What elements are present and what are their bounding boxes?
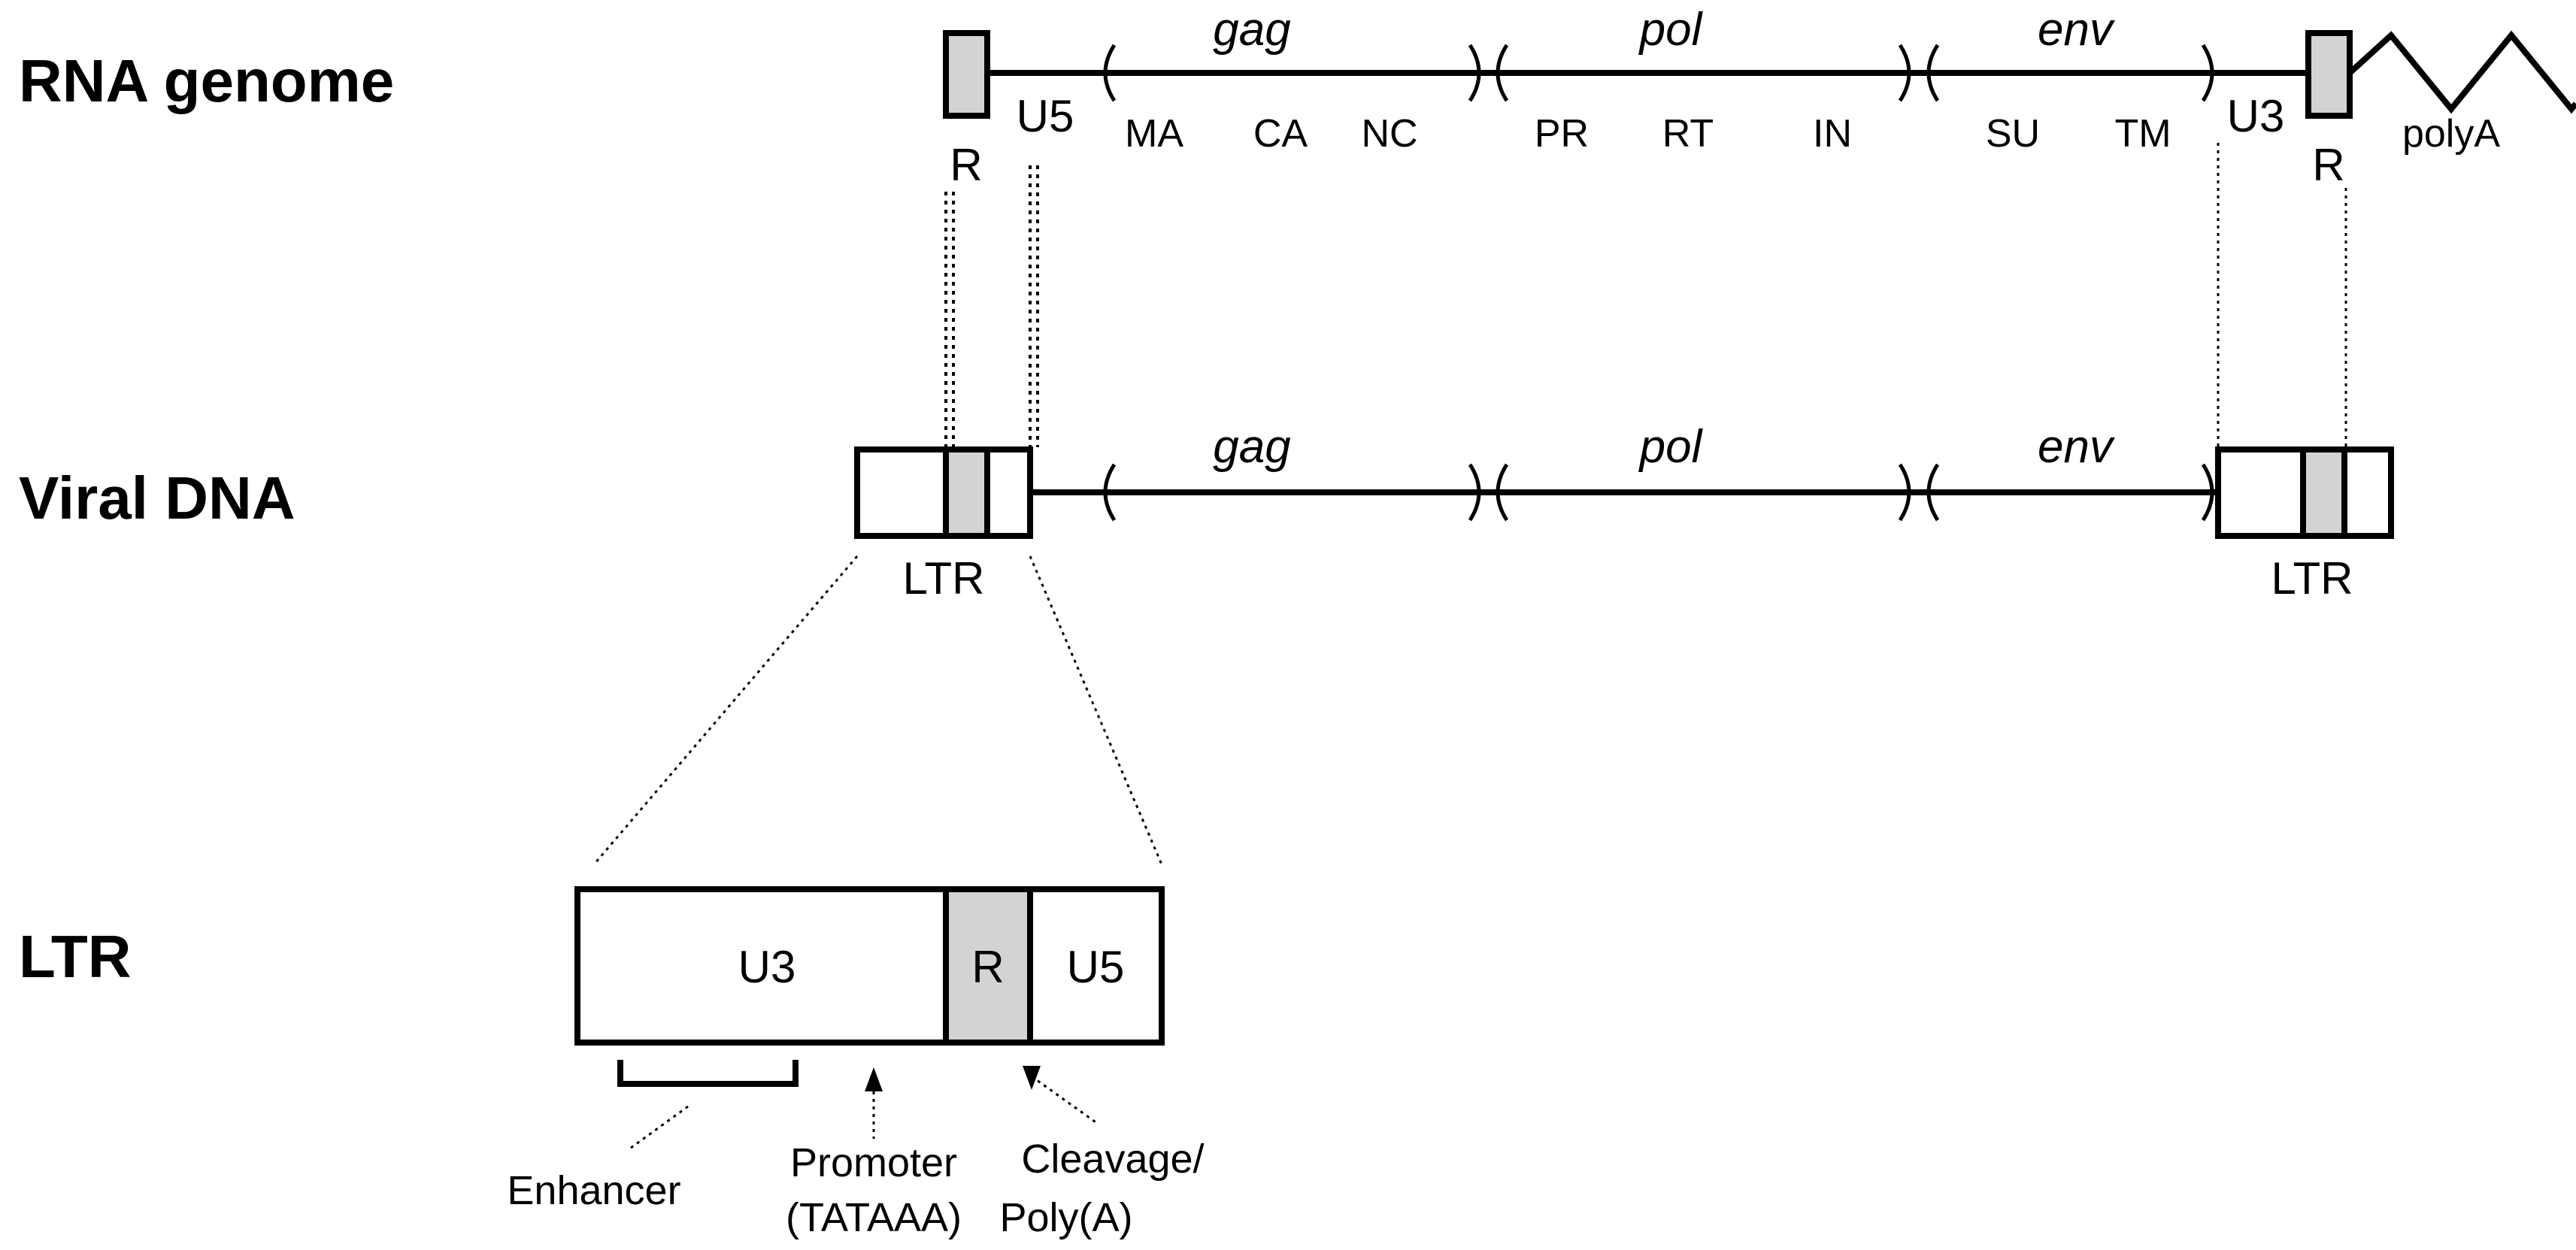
ltr-zoom-connectors: [592, 555, 1163, 865]
rna-pol-start-paren: [1496, 44, 1509, 102]
rna-r-left-box: [943, 30, 990, 119]
dna-gag-start-paren: [1103, 463, 1117, 522]
protein-rt: RT: [1662, 112, 1714, 156]
rna-pol-end-paren: [1898, 44, 1911, 102]
rna-gene-pol: pol: [1638, 4, 1704, 56]
promoter-arrow-head: [865, 1067, 883, 1091]
rna-gene-gag: gag: [1213, 4, 1290, 56]
dna-env-end-paren: [2201, 463, 2214, 522]
dna-pol-start-paren: [1496, 463, 1509, 522]
rna-gag-end-paren: [1468, 44, 1481, 102]
rna-label-r-right: R: [2312, 140, 2344, 190]
rna-label-polya: polyA: [2402, 112, 2500, 156]
rna-r-right-box: [2305, 30, 2353, 119]
rna-label-u3: U3: [2227, 91, 2285, 141]
protein-pr: PR: [1535, 112, 1589, 156]
protein-tm: TM: [2114, 112, 2171, 156]
annotation-promoter-line2: (TATAAA): [786, 1195, 962, 1240]
rna-env-end-paren: [2201, 44, 2214, 102]
ltr-detail: U3 R U5 Enhancer Promoter (TATAAA) Cleav…: [507, 886, 1205, 1240]
dna-ltr-right: [2215, 446, 2394, 539]
viral-dna-track: gag pol env LTR LTR: [854, 421, 2394, 604]
dna-env-start-paren: [1926, 463, 1940, 522]
ltr-detail-u3-label: U3: [738, 942, 796, 992]
dna-ltr-right-r-region: [2300, 446, 2347, 539]
dna-pol-end-paren: [1898, 463, 1911, 522]
row-label-ltr: LTR: [19, 923, 132, 990]
rna-dna-connectors: [944, 143, 2347, 447]
enhancer-bracket: [617, 1060, 799, 1087]
rna-env-start-paren: [1926, 44, 1940, 102]
enhancer-pointer: [627, 1105, 689, 1152]
zoom-connector-left: [592, 555, 859, 865]
protein-su: SU: [1986, 112, 2040, 156]
rna-label-u5: U5: [1017, 91, 1074, 141]
protein-ma: MA: [1125, 112, 1183, 156]
annotation-cleavage-line1: Cleavage/: [1021, 1137, 1204, 1182]
rna-label-r-left: R: [950, 140, 982, 190]
ltr-detail-box: [574, 886, 1165, 1046]
annotation-polya-line2: Poly(A): [999, 1195, 1132, 1240]
dna-ltr-left: [854, 446, 1033, 539]
dna-label-ltr-left: LTR: [903, 553, 985, 604]
row-label-viral-dna: Viral DNA: [19, 465, 295, 531]
rna-gene-env: env: [2038, 4, 2115, 56]
polya-tail-zigzag: [2347, 30, 2576, 114]
protein-in: IN: [1813, 112, 1852, 156]
annotation-promoter-line1: Promoter: [790, 1140, 957, 1185]
protein-ca: CA: [1253, 112, 1308, 156]
dna-label-ltr-right: LTR: [2271, 553, 2353, 604]
cleavage-arrow-head: [1023, 1066, 1041, 1090]
dna-gag-end-paren: [1468, 463, 1481, 522]
row-label-rna-genome: RNA genome: [19, 47, 394, 114]
ltr-detail-r-label: R: [971, 942, 1004, 992]
zoom-connector-right: [1029, 555, 1163, 865]
protein-nc: NC: [1361, 112, 1417, 156]
dna-gene-env: env: [2038, 421, 2115, 473]
ltr-detail-r-region: [943, 886, 1033, 1046]
ltr-detail-u5-label: U5: [1067, 942, 1125, 992]
cleavage-pointer: [1031, 1075, 1099, 1125]
dna-gene-gag: gag: [1213, 421, 1290, 473]
dna-ltr-left-r-region: [943, 446, 990, 539]
dna-gene-pol: pol: [1638, 421, 1704, 473]
rna-gag-start-paren: [1103, 44, 1117, 102]
annotation-enhancer: Enhancer: [507, 1168, 680, 1213]
rna-genome-track: gag pol env MA CA NC PR RT IN SU TM R U5…: [943, 4, 2576, 190]
